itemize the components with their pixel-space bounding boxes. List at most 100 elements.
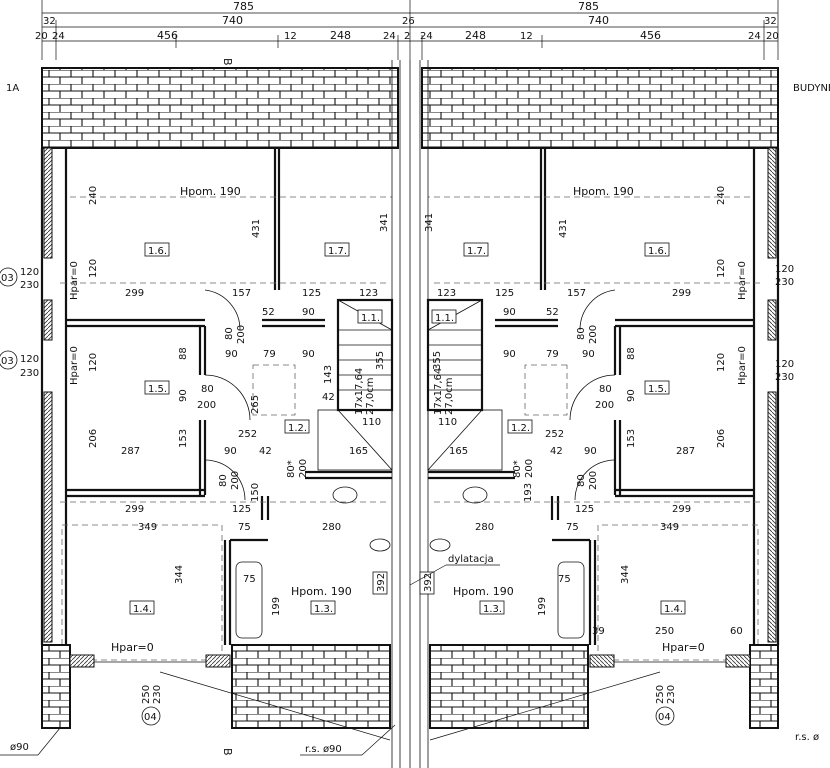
dim-overall-right: 785	[578, 0, 599, 13]
room-1-6: 1.6.	[648, 246, 667, 257]
window-width: 120	[775, 264, 794, 275]
room-1-4: 1.4.	[133, 604, 152, 615]
stair-steps: 17x17,64	[354, 368, 365, 415]
dim-segment: 248	[465, 29, 486, 42]
dim-label: 75	[243, 574, 256, 585]
axis-03: 03	[1, 356, 14, 367]
dim-label: 392	[376, 573, 387, 592]
dim-label: 75	[566, 522, 579, 533]
dim-inner: 32	[43, 16, 56, 27]
dim-label: 153	[626, 429, 637, 448]
room-1-2: 1.2.	[288, 423, 307, 434]
dim-label: 240	[88, 186, 99, 205]
dim-label: 75	[238, 522, 251, 533]
dim-label: 143	[323, 365, 334, 384]
dim-label: 120	[716, 353, 727, 372]
window-height: 230	[775, 277, 794, 288]
dim-label: 90	[225, 349, 238, 360]
room-1-7: 1.7.	[328, 246, 347, 257]
window-height: 230	[152, 685, 163, 704]
dim-label: 341	[424, 213, 435, 232]
dim-segment: 24	[420, 31, 433, 42]
door-width: 80*	[512, 460, 523, 478]
stair-length: 355	[432, 351, 443, 370]
dim-label: 52	[262, 307, 275, 318]
room-1-1: 1.1.	[435, 313, 454, 324]
dim-label: 199	[271, 597, 282, 616]
door-width: 80	[218, 474, 229, 487]
window-height: 230	[775, 372, 794, 383]
building-label: 1A	[6, 83, 19, 94]
door-height: 200	[236, 325, 247, 344]
dim-label: 125	[302, 288, 321, 299]
section-mark: B	[221, 58, 234, 66]
dim-label: 240	[716, 186, 727, 205]
dim-label: 39	[592, 626, 605, 637]
dim-label: 252	[238, 429, 257, 440]
dim-label: 280	[475, 522, 494, 533]
dim-label: 90	[584, 446, 597, 457]
door-height: 200	[524, 459, 535, 478]
door-height: 200	[298, 459, 309, 478]
room-labels: 1.6. 1.7. 1.7. 1.6. 1.1. 1.1. 1.5. 1.5. …	[129, 242, 686, 615]
room-1-3: 1.3.	[314, 604, 333, 615]
dim-segment: 248	[330, 29, 351, 42]
dim-label: 88	[178, 347, 189, 360]
dim-label: 90	[178, 389, 189, 402]
door-height: 200	[230, 471, 241, 490]
dim-overall-left: 785	[233, 0, 254, 13]
door-height: 200	[588, 471, 599, 490]
downpipe-label: ø90	[10, 742, 29, 753]
stairs-labels: 355 355 17x17,64 27,0cm 17x17,64 27,0cm …	[349, 351, 468, 457]
parapet-height: Hpar=0	[69, 346, 80, 385]
building-label: BUDYNE	[793, 83, 830, 94]
downpipe-label: r.s. ø	[795, 732, 819, 743]
stair-landing-length: 165	[349, 446, 368, 457]
dim-segment: 24	[748, 31, 761, 42]
dim-label: 280	[322, 522, 341, 533]
dim-label: 431	[251, 219, 262, 238]
dim-label: 153	[178, 429, 189, 448]
dim-segment: 12	[284, 31, 297, 42]
dim-label: 88	[626, 347, 637, 360]
stair-steps: 17x17,64	[433, 368, 444, 415]
room-1-6: 1.6.	[148, 246, 167, 257]
window-width: 120	[20, 354, 39, 365]
dim-label: 299	[672, 288, 691, 299]
room-height: Hpom. 190	[453, 585, 514, 598]
door-height: 200	[595, 400, 614, 411]
dim-label: 252	[545, 429, 564, 440]
dim-label: 75	[558, 574, 571, 585]
parapet-height: Hpar=0	[69, 261, 80, 300]
dim-label: 299	[672, 504, 691, 515]
door-width: 80*	[286, 460, 297, 478]
room-1-1: 1.1.	[361, 313, 380, 324]
dim-segment: 24	[383, 31, 396, 42]
dim-label: 125	[495, 288, 514, 299]
dim-label: 150	[250, 483, 261, 502]
dim-label: 125	[575, 504, 594, 515]
dim-label: 157	[567, 288, 586, 299]
door-height: 200	[588, 325, 599, 344]
room-height: Hpom. 190	[573, 185, 634, 198]
dim-label: 392	[423, 573, 434, 592]
stair-length: 355	[375, 351, 386, 370]
walls-left-unit	[40, 60, 401, 768]
dim-label: 299	[125, 288, 144, 299]
dim-segment: 20	[35, 31, 48, 42]
dim-label: 90	[302, 349, 315, 360]
dim-segment: 20	[766, 31, 779, 42]
parapet-height: Hpar=0	[737, 346, 748, 385]
dim-label: 206	[88, 429, 99, 448]
dim-label: 90	[503, 307, 516, 318]
dim-label: 349	[660, 522, 679, 533]
annotations: 1A BUDYNE B B dylatacja r.s. ø90 ø90 r.s…	[0, 58, 830, 756]
dim-label: 431	[558, 219, 569, 238]
dim-label: 79	[263, 349, 276, 360]
dim-label: 157	[232, 288, 251, 299]
window-height: 230	[20, 368, 39, 379]
dim-segment: 12	[520, 31, 533, 42]
axis-03: 03	[1, 273, 14, 284]
axis-04: 04	[144, 712, 157, 723]
walls-right-unit	[418, 58, 780, 768]
